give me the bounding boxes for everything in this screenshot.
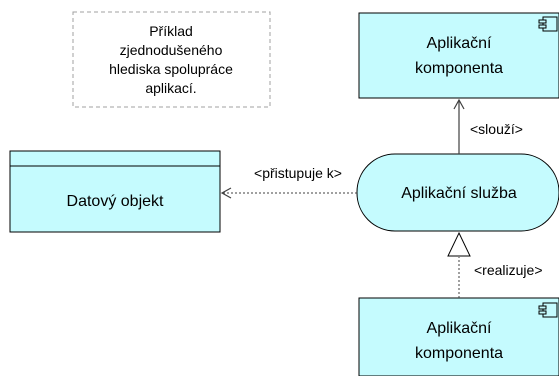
realization-relation[interactable]: <realizuje> <box>447 231 543 298</box>
application-component-top[interactable]: Aplikační komponenta <box>358 12 559 99</box>
note-line-2: zjednodušeného <box>120 42 223 58</box>
service-label: Aplikační služba <box>401 185 517 202</box>
component-bottom-label-line-2: komponenta <box>415 345 503 362</box>
note-line-3: hlediska spolupráce <box>109 61 233 77</box>
data-object-label: Datový objekt <box>67 193 164 210</box>
serving-relation[interactable]: <slouží> <box>453 98 523 154</box>
note-line-4: aplikací. <box>145 80 196 96</box>
component-bottom-label-line-1: Aplikační <box>427 320 492 337</box>
component-top-label-line-2: komponenta <box>415 60 503 77</box>
note-line-1: Příklad <box>149 23 193 39</box>
component-icon <box>538 16 558 32</box>
serving-relation-label: <slouží> <box>470 121 523 137</box>
component-top-label-line-1: Aplikační <box>427 35 492 52</box>
data-object[interactable]: Datový objekt <box>9 150 221 233</box>
realization-relation-label: <realizuje> <box>474 262 543 278</box>
note: Příklad zjednodušeného hlediska spoluprá… <box>72 11 271 108</box>
access-relation[interactable]: <přistupuje k> <box>220 165 357 199</box>
access-relation-label: <přistupuje k> <box>254 165 342 181</box>
application-component-bottom[interactable]: Aplikační komponenta <box>358 297 559 376</box>
component-icon <box>538 302 558 318</box>
realization-arrowhead <box>447 231 471 257</box>
application-service[interactable]: Aplikační služba <box>356 153 559 232</box>
